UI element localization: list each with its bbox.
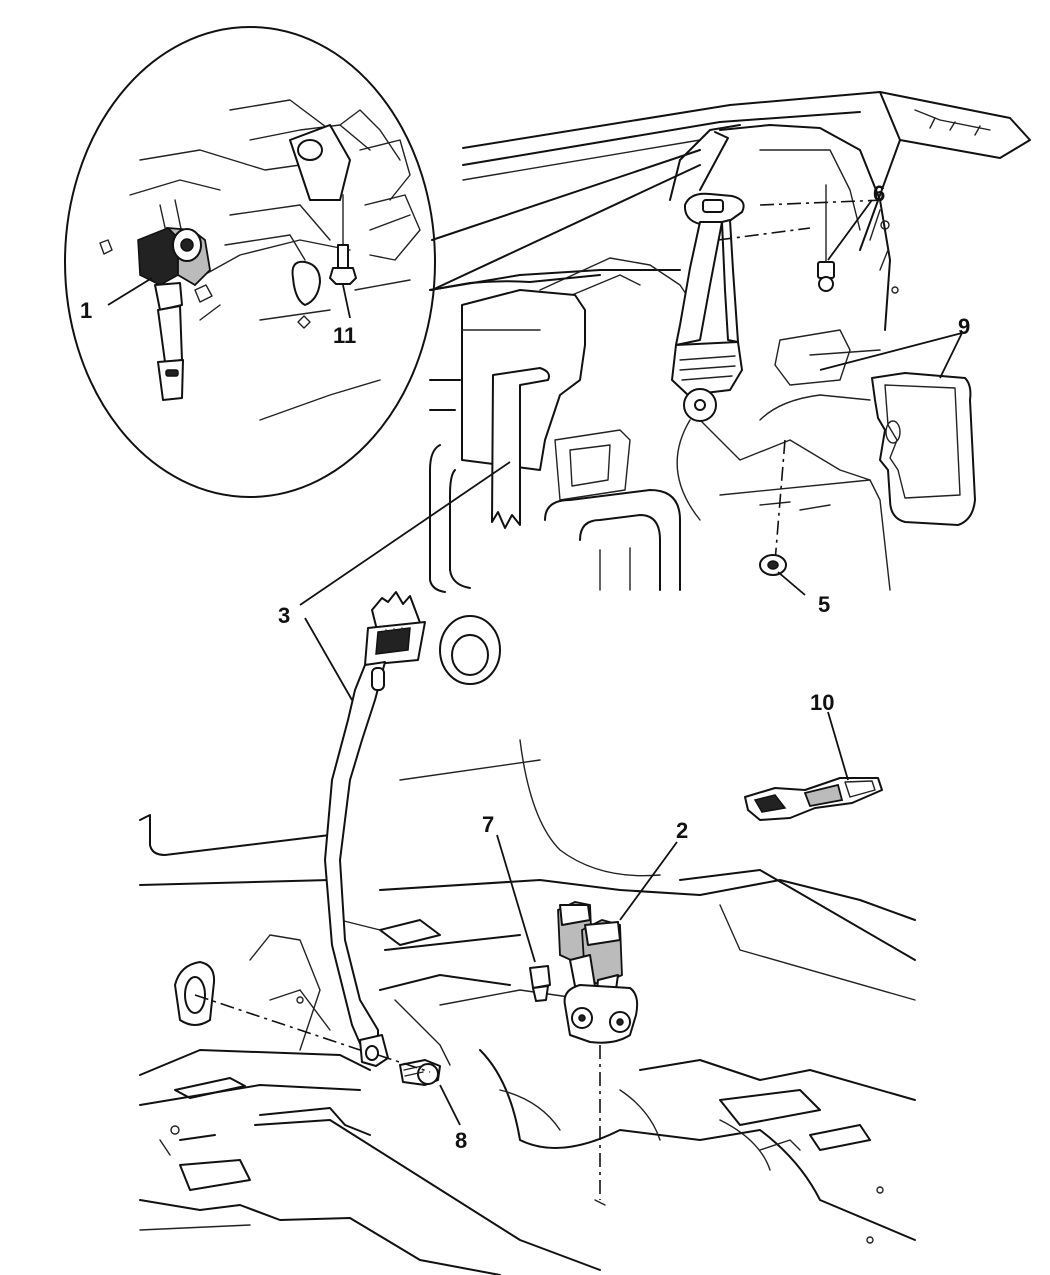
callout-3: 3 [278,603,290,628]
callout-5: 5 [818,592,830,617]
callout-9: 9 [958,314,970,339]
callout-8: 8 [455,1128,467,1153]
assembly-lines [194,199,886,1206]
lap-belt-strap [324,591,426,1067]
callout-2: 2 [676,818,688,843]
vehicle-body-outline [139,91,1031,1275]
callout-1: 1 [80,298,92,323]
buckle-assembly [557,901,639,1044]
shoulder-belt-retractor [429,124,745,422]
belt-extender-part [744,777,883,821]
callout-6: 6 [873,181,885,206]
callout-leaders [107,199,963,1126]
callout-11: 11 [333,323,356,348]
detail-view-circle [64,26,701,498]
trim-cover [871,372,976,526]
callout-labels: 1 2 3 5 6 7 8 9 10 11 [80,181,970,1153]
callout-7: 7 [482,812,494,837]
callout-10: 10 [810,690,834,715]
